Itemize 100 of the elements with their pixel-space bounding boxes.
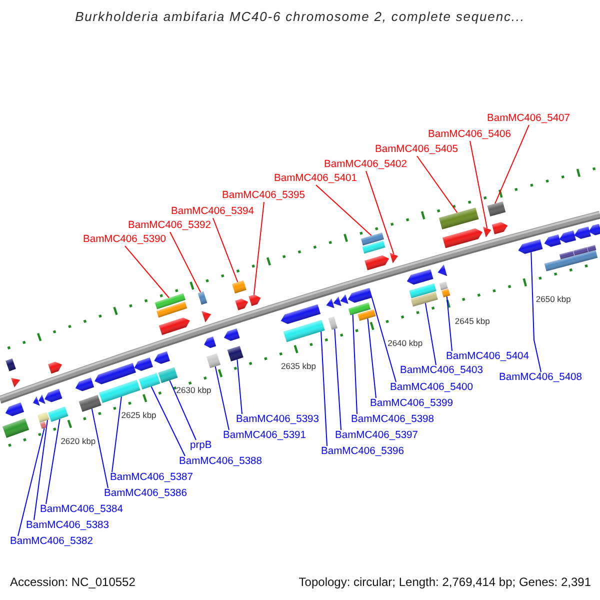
- gene-label: BamMC406_5394: [171, 206, 254, 218]
- gene-label: prpB: [190, 440, 212, 452]
- scale-label: 2635 kbp: [281, 361, 316, 372]
- gene-label: BamMC406_5391: [223, 430, 306, 442]
- gene-label: BamMC406_5400: [390, 382, 473, 394]
- gene-block: [588, 224, 600, 236]
- feature-box: [206, 353, 221, 368]
- feature-box: [78, 394, 102, 412]
- leader-line: [320, 331, 328, 446]
- leader-line: [34, 420, 48, 520]
- gene-triangle: [32, 396, 40, 406]
- feature-box: [410, 292, 438, 307]
- leader-line: [212, 218, 238, 283]
- gene-triangle: [326, 298, 334, 308]
- leader-line: [371, 297, 396, 382]
- feature-box: [358, 309, 376, 321]
- gene-block: [518, 239, 543, 254]
- gene-block: [154, 351, 170, 364]
- gene-triangle: [438, 264, 448, 276]
- gene-triangle: [38, 394, 46, 404]
- feature-box: [328, 316, 338, 330]
- feature-box: [198, 291, 208, 305]
- leader-line: [214, 366, 230, 430]
- leader-line: [352, 314, 358, 414]
- gene-block: [442, 228, 483, 248]
- map-title: Burkholderia ambifaria MC40-6 chromosome 2, complete sequenc...: [75, 9, 525, 25]
- gene-block: [248, 294, 261, 306]
- leader-line: [446, 296, 452, 352]
- gene-label: BamMC406_5393: [236, 414, 319, 426]
- leader-line: [424, 302, 436, 366]
- gene-block: [280, 304, 321, 324]
- feature-box: [158, 367, 178, 384]
- feature-box: [156, 302, 188, 318]
- leader-line: [416, 156, 458, 214]
- gene-block: [158, 318, 190, 336]
- gene-label: BamMC406_5405: [375, 144, 458, 156]
- gene-label: BamMC406_5396: [321, 446, 404, 458]
- feature-box: [232, 280, 246, 294]
- scale-label: 2625 kbp: [121, 410, 156, 420]
- scale-label: 2630 kbp: [176, 385, 212, 396]
- gene-triangle: [333, 296, 342, 306]
- leader-line: [236, 358, 242, 414]
- gene-label: BamMC406_5404: [446, 351, 529, 363]
- scale-label: 2650 kbp: [536, 294, 571, 304]
- feature-box: [587, 245, 596, 252]
- gene-label: BamMC406_5390: [83, 234, 166, 246]
- gene-triangle: [483, 226, 492, 238]
- gene-block: [75, 378, 94, 392]
- feature-box: [227, 346, 244, 362]
- gene-block: [544, 234, 561, 247]
- gene-triangle: [390, 252, 398, 264]
- leader-line: [334, 328, 342, 430]
- gene-label: BamMC406_5392: [128, 220, 211, 232]
- gene-label: BamMC406_5386: [104, 488, 187, 500]
- scale-label: 2640 kbp: [388, 338, 423, 348]
- gene-block: [406, 269, 434, 285]
- leader-line: [253, 202, 264, 296]
- leader-line: [170, 232, 202, 293]
- gene-label: BamMC406_5401: [274, 173, 357, 185]
- gene-label: BamMC406_5398: [351, 414, 434, 426]
- leader-line: [169, 380, 196, 440]
- gene-label: BamMC406_5408: [499, 372, 582, 384]
- gene-triangle: [11, 378, 20, 388]
- leader-line: [366, 170, 394, 255]
- feature-box: [138, 373, 160, 390]
- leader-line: [470, 140, 488, 229]
- leader-line: [18, 428, 45, 536]
- feature-box: [487, 202, 506, 216]
- gene-block: [235, 298, 248, 310]
- feature-box: [559, 250, 574, 260]
- gene-label: BamMC406_5407: [487, 113, 570, 125]
- gene-label: BamMC406_5395: [222, 190, 305, 202]
- leader-line: [46, 418, 60, 504]
- gene-label: BamMC406_5402: [324, 159, 407, 171]
- feature-box: [98, 380, 140, 403]
- gene-triangle: [340, 294, 348, 304]
- gene-block: [134, 357, 153, 371]
- leader-line: [367, 318, 376, 398]
- gene-label: BamMC406_5403: [400, 365, 483, 377]
- feature-box: [40, 422, 47, 429]
- accession-text: Accession: NC_010552: [10, 575, 136, 589]
- gene-block: [48, 362, 62, 374]
- gene-label: BamMC406_5383: [26, 520, 109, 532]
- feature-box: [439, 282, 448, 290]
- gene-label: BamMC406_5399: [370, 398, 453, 410]
- feature-box: [6, 358, 16, 372]
- scale-label: 2645 kbp: [454, 316, 490, 326]
- gene-label: BamMC406_5397: [335, 430, 418, 442]
- leader-line: [530, 252, 542, 372]
- leader-line: [91, 408, 108, 488]
- gene-block: [224, 328, 240, 341]
- feature-box: [283, 320, 325, 342]
- gene-label: BamMC406_5388: [179, 456, 262, 468]
- gene-block: [94, 363, 136, 384]
- leader-line: [150, 386, 186, 456]
- leader-line: [494, 124, 530, 204]
- gene-label: BamMC406_5387: [110, 472, 193, 484]
- leader-line: [316, 184, 372, 236]
- scale-label: 2620 kbp: [60, 436, 96, 446]
- gene-block: [574, 226, 591, 239]
